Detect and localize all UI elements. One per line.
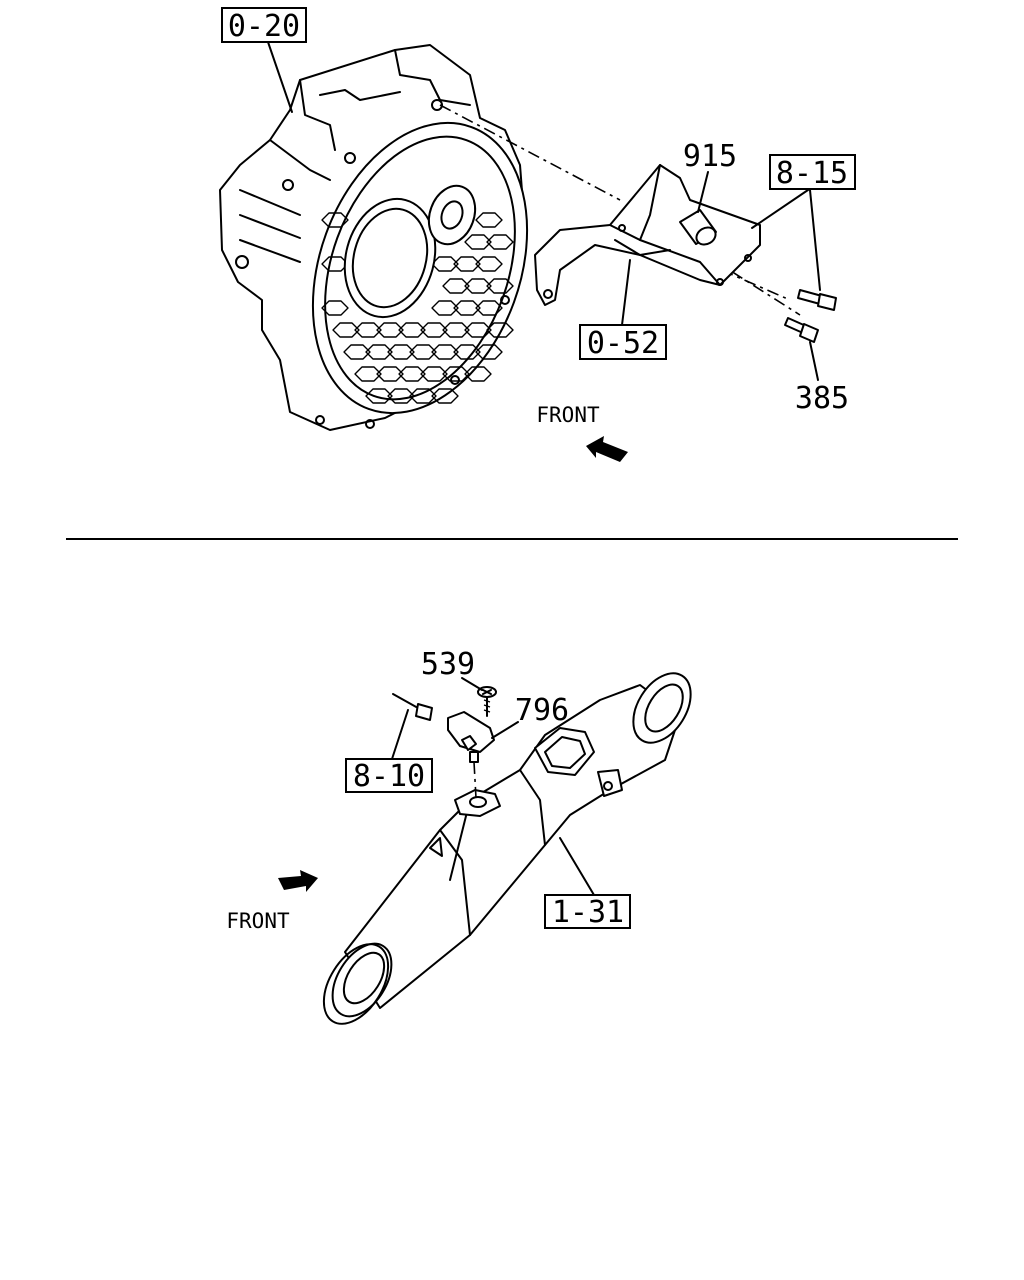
bushing-part: [679, 209, 717, 246]
svg-text:0-20: 0-20: [228, 9, 300, 44]
label-539: 539: [421, 647, 475, 682]
bracket-to-bolt2-leader: [689, 244, 801, 316]
svg-text:915: 915: [683, 139, 737, 174]
callout-1-31: 1-31: [544, 894, 631, 930]
honeycomb-cell: [453, 344, 481, 360]
honeycomb-cell: [387, 388, 415, 404]
honeycomb-cell: [365, 388, 393, 404]
svg-text:FRONT: FRONT: [226, 909, 290, 933]
label-796: 796: [515, 693, 569, 728]
label-385: 385: [795, 381, 849, 416]
svg-text:8-10: 8-10: [353, 759, 425, 794]
honeycomb-cell: [387, 344, 415, 360]
honeycomb-cell: [321, 300, 349, 316]
callout-8-15: 8-15: [769, 154, 856, 191]
honeycomb-cell: [464, 366, 492, 382]
svg-text:385: 385: [795, 381, 849, 416]
flywheel-housing: [219, 44, 529, 431]
svg-text:539: 539: [421, 647, 475, 682]
leader-0-20: [267, 41, 293, 113]
honeycomb-cell: [398, 322, 426, 338]
honeycomb-cell: [475, 300, 503, 316]
honeycomb-cell: [442, 366, 470, 382]
leader-385: [809, 341, 819, 381]
bracket: [534, 164, 761, 306]
leader-0-52: [621, 259, 631, 326]
svg-text:1-31: 1-31: [552, 895, 624, 930]
honeycomb-cell: [486, 278, 514, 294]
honeycomb-cell: [332, 322, 360, 338]
honeycomb-cell: [486, 322, 514, 338]
honeycomb-cell: [442, 322, 470, 338]
honeycomb-cell: [442, 278, 470, 294]
honeycomb-cell: [343, 344, 371, 360]
honeycomb-cell: [431, 300, 459, 316]
honeycomb-cell: [475, 212, 503, 228]
front-arrow-bottom-icon: [278, 870, 318, 892]
honeycomb-cell: [453, 256, 481, 272]
honeycomb-cell: [398, 366, 426, 382]
honeycomb-cell: [409, 388, 437, 404]
honeycomb-cell: [431, 388, 459, 404]
front-label-bottom: FRONT: [226, 909, 290, 933]
honeycomb-cell: [431, 256, 459, 272]
callout-0-52: 0-52: [579, 324, 667, 361]
callout-8-10: 8-10: [345, 758, 433, 794]
honeycomb-web: [321, 212, 514, 404]
intake-pipe: [322, 672, 692, 1025]
leader-915: [697, 171, 709, 213]
honeycomb-cell: [409, 344, 437, 360]
leader-796: [491, 721, 519, 739]
leader-8-15-b: [809, 189, 821, 291]
honeycomb-cell: [376, 366, 404, 382]
leader-1-31: [559, 837, 595, 896]
honeycomb-cell: [354, 366, 382, 382]
honeycomb-cell: [464, 322, 492, 338]
honeycomb-cell: [321, 212, 349, 228]
housing-to-bracket-leader: [439, 104, 621, 201]
harness-connector: [392, 693, 433, 721]
sensor-part: [447, 711, 495, 763]
front-label-top: FRONT: [536, 403, 600, 427]
honeycomb-cell: [453, 300, 481, 316]
bolt-lower: [784, 317, 819, 343]
honeycomb-cell: [486, 234, 514, 250]
honeycomb-cell: [376, 322, 404, 338]
honeycomb-cell: [475, 344, 503, 360]
honeycomb-cell: [475, 256, 503, 272]
honeycomb-cell: [420, 366, 448, 382]
leader-8-10: [391, 709, 409, 760]
honeycomb-cell: [464, 234, 492, 250]
leader-539: [461, 677, 483, 691]
honeycomb-cell: [431, 344, 459, 360]
sensor-to-pipe-leader: [473, 761, 477, 799]
honeycomb-cell: [464, 278, 492, 294]
honeycomb-cell: [365, 344, 393, 360]
callout-0-20: 0-20: [221, 7, 307, 44]
svg-text:8-15: 8-15: [776, 156, 848, 191]
leader-8-15-a: [751, 189, 809, 229]
screw-part: [477, 686, 497, 717]
svg-text:796: 796: [515, 693, 569, 728]
bolt-upper: [797, 289, 837, 311]
label-915: 915: [683, 139, 737, 174]
honeycomb-cell: [420, 322, 448, 338]
honeycomb-cell: [354, 322, 382, 338]
svg-text:FRONT: FRONT: [536, 403, 600, 427]
front-arrow-top-icon: [586, 436, 628, 462]
svg-text:0-52: 0-52: [587, 326, 659, 361]
